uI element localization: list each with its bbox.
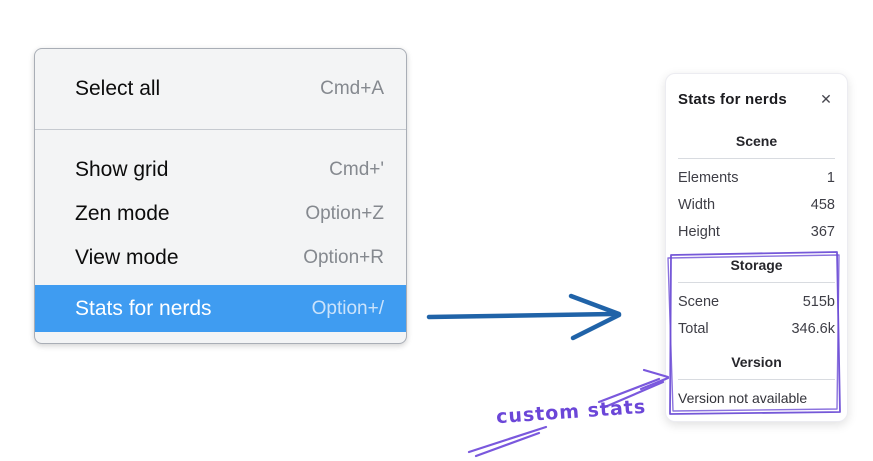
- stat-row-elements: Elements 1: [678, 169, 835, 187]
- sketch-line-icon: [467, 425, 548, 458]
- menu-divider: [35, 129, 406, 130]
- stat-label: Height: [678, 224, 720, 240]
- menu-item-label: Select all: [75, 77, 161, 100]
- menu-item-label: Show grid: [75, 158, 169, 181]
- menu-item-label: View mode: [75, 246, 179, 269]
- menu-item-show-grid[interactable]: Show grid Cmd+': [35, 148, 406, 192]
- version-note: Version not available: [678, 390, 808, 406]
- arrow-right-icon: [426, 293, 622, 341]
- stat-label: Width: [678, 197, 716, 213]
- menu-item-shortcut: Cmd+A: [320, 78, 384, 99]
- stats-panel: Stats for nerds ✕ Scene Elements 1 Width…: [665, 73, 848, 422]
- menu-item-zen-mode[interactable]: Zen mode Option+Z: [35, 192, 406, 236]
- menu-item-view-mode[interactable]: View mode Option+R: [35, 236, 406, 280]
- stat-label: Scene: [678, 294, 720, 310]
- section-header-scene: Scene: [735, 133, 778, 149]
- section-divider: [678, 282, 835, 283]
- menu-item-shortcut: Cmd+': [329, 159, 384, 180]
- stat-row-scene-storage: Scene 515b: [678, 293, 835, 311]
- stat-value: 458: [810, 197, 835, 213]
- menu-item-shortcut: Option+Z: [305, 203, 384, 224]
- menu-item-stats-for-nerds[interactable]: Stats for nerds Option+/: [35, 285, 406, 332]
- section-divider: [678, 379, 835, 380]
- close-icon: ✕: [820, 91, 832, 107]
- menu-item-shortcut: Option+R: [303, 247, 384, 268]
- menu-item-label: Zen mode: [75, 202, 170, 225]
- stat-value: 515b: [802, 294, 835, 310]
- stats-panel-title: Stats for nerds: [678, 90, 787, 108]
- section-header-storage: Storage: [730, 257, 783, 273]
- stat-label: Elements: [678, 170, 739, 186]
- stat-row-height: Height 367: [678, 223, 835, 241]
- stat-label: Total: [678, 321, 709, 337]
- stat-value: 367: [810, 224, 835, 240]
- menu-item-shortcut: Option+/: [311, 297, 384, 319]
- menu-item-label: Stats for nerds: [75, 296, 212, 320]
- stat-value: 346.6k: [791, 321, 835, 337]
- stat-value: 1: [826, 170, 835, 186]
- stat-row-total-storage: Total 346.6k: [678, 320, 835, 338]
- menu-item-select-all[interactable]: Select all Cmd+A: [35, 62, 406, 116]
- stats-panel-header: Stats for nerds ✕: [678, 87, 835, 111]
- section-divider: [678, 158, 835, 159]
- close-button[interactable]: ✕: [817, 90, 835, 108]
- section-header-version: Version: [731, 354, 782, 370]
- stat-row-width: Width 458: [678, 196, 835, 214]
- custom-stats-annotation: custom stats: [495, 395, 647, 429]
- context-menu: Select all Cmd+A Show grid Cmd+' Zen mod…: [34, 48, 407, 344]
